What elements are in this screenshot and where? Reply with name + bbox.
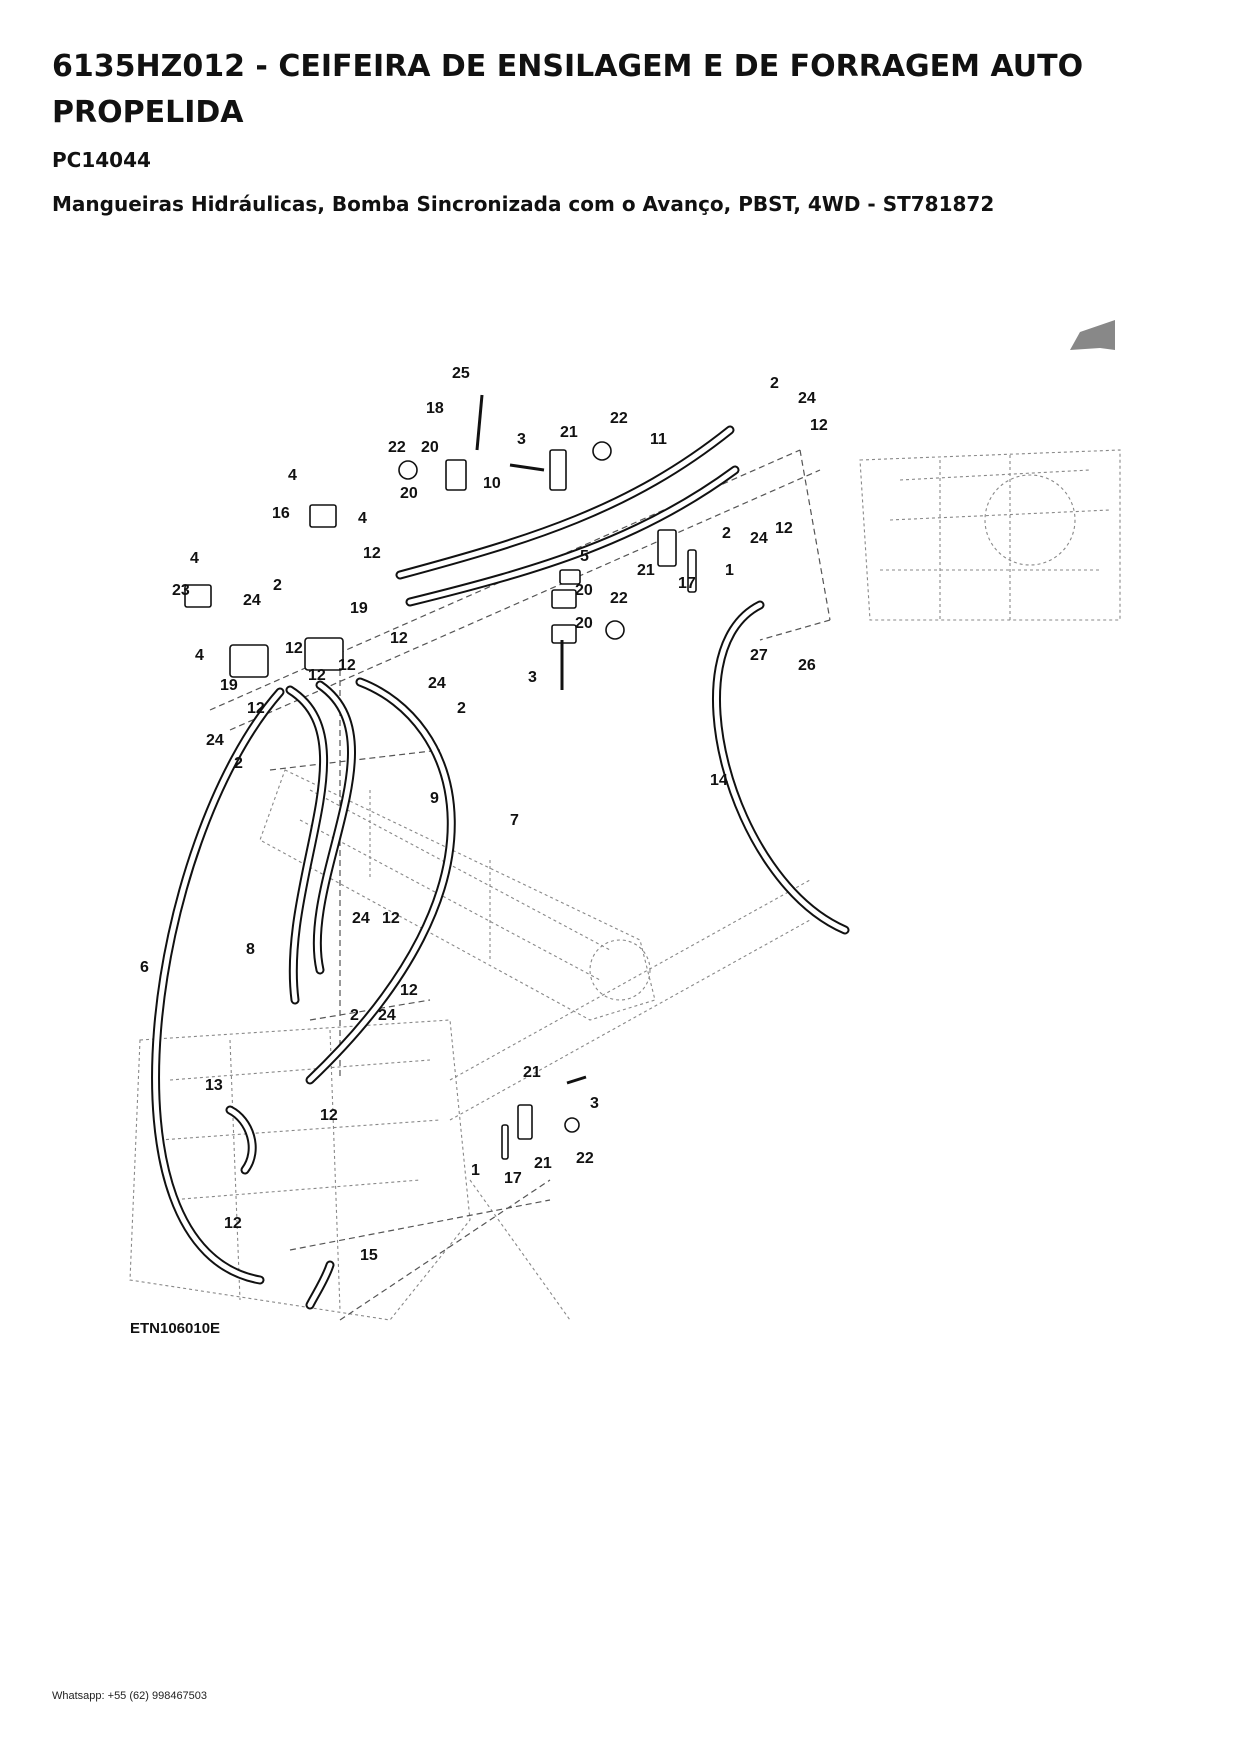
callout-label: 26 [798,657,816,674]
callout-label: 13 [205,1077,223,1094]
callout-label: 24 [750,530,768,547]
callout-label: 11 [650,431,667,448]
callout-label: 3 [517,431,526,448]
direction-arrow-icon [1070,320,1115,350]
parts-diagram: 25 18 22 20 3 21 22 11 2 24 12 4 16 4 20… [110,320,1130,1520]
footer-contact: Whatsapp: +55 (62) 998467503 [52,1690,208,1702]
callout-label: 2 [350,1007,359,1024]
callout-label: 21 [523,1064,541,1081]
figure-id: ETN106010E [130,1320,220,1337]
callout-label: 19 [220,677,238,694]
callout-label: 25 [452,365,470,382]
callout-label: 3 [528,669,537,686]
callout-label: 12 [320,1107,338,1124]
part-code: PC14044 [52,148,151,172]
callout-label: 12 [810,417,828,434]
callout-label: 17 [678,575,696,592]
callout-label: 22 [388,439,406,456]
callout-label: 24 [206,732,224,749]
callout-label: 20 [421,439,439,456]
callout-label: 2 [770,375,779,392]
callout-label: 8 [246,941,255,958]
callout-label: 12 [247,700,265,717]
callout-label: 2 [722,525,731,542]
callout-label: 21 [534,1155,552,1172]
callout-label: 1 [471,1162,480,1179]
callout-label: 12 [308,667,326,684]
callout-label: 18 [426,400,444,417]
callout-label: 17 [504,1170,522,1187]
callout-label: 21 [560,424,578,441]
callout-label: 4 [190,550,199,567]
page-title: 6135HZ012 - CEIFEIRA DE ENSILAGEM E DE F… [52,49,1084,130]
callout-label: 6 [140,959,149,976]
callout-label: 4 [358,510,367,527]
callout-label: 16 [272,505,290,522]
callout-label: 20 [575,615,593,632]
callout-label: 24 [352,910,370,927]
callout-label: 12 [363,545,381,562]
callout-label: 5 [580,548,589,565]
callout-label: 12 [775,520,793,537]
callout-label: 2 [273,577,282,594]
callout-label: 12 [285,640,303,657]
callout-label: 24 [378,1007,396,1024]
callout-label: 4 [195,647,204,664]
callout-label: 23 [172,582,190,599]
axle-outline [259,769,656,1021]
callout-label: 1 [725,562,734,579]
callout-label: 20 [400,485,418,502]
callout-label: 20 [575,582,593,599]
callout-label: 4 [288,467,297,484]
callout-label: 9 [430,790,439,807]
callout-label: 12 [390,630,408,647]
components [184,394,697,1160]
callout-label: 22 [610,590,628,607]
engine-outline [129,879,811,1321]
callout-label: 21 [637,562,655,579]
callout-label: 7 [510,812,519,829]
callout-label: 24 [243,592,261,609]
callout-label: 10 [483,475,501,492]
callout-label: 12 [382,910,400,927]
page-subtitle: Mangueiras Hidráulicas, Bomba Sincroniza… [52,192,995,216]
callout-label: 24 [428,675,446,692]
callout-label: 19 [350,600,368,617]
callout-label: 22 [576,1150,594,1167]
callout-label: 15 [360,1247,378,1264]
transmission-outline [859,449,1121,621]
callout-label: 22 [610,410,628,427]
callout-label: 2 [234,755,243,772]
callout-label: 24 [798,390,816,407]
callout-label: 12 [338,657,356,674]
callout-label: 3 [590,1095,599,1112]
callouts: 25 18 22 20 3 21 22 11 2 24 12 4 16 4 20… [130,365,828,1337]
callout-label: 27 [750,647,768,664]
callout-label: 12 [400,982,418,999]
hoses [151,425,850,1310]
parts-diagram-svg: 25 18 22 20 3 21 22 11 2 24 12 4 16 4 20… [129,320,1121,1337]
callout-label: 12 [224,1215,242,1232]
callout-label: 2 [457,700,466,717]
callout-label: 14 [710,772,728,789]
